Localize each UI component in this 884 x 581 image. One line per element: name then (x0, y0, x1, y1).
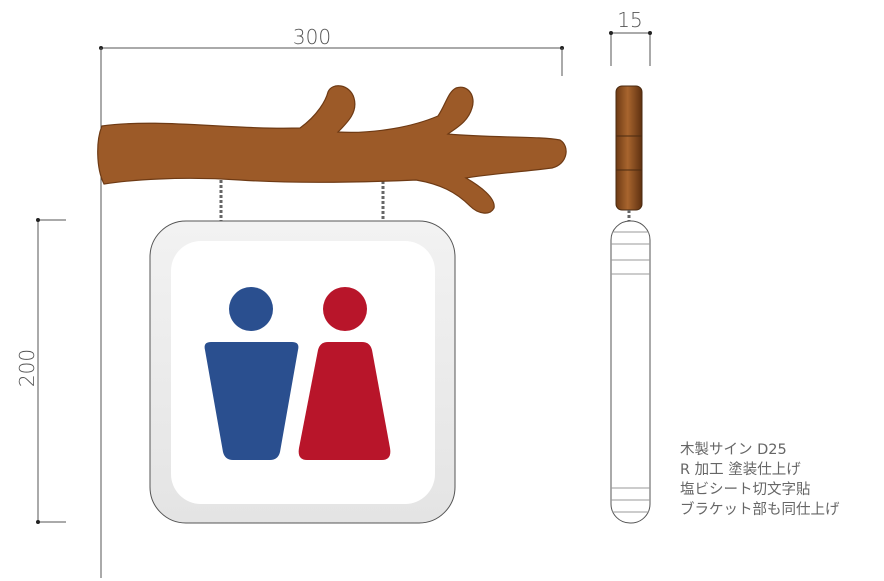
side-view-bracket (615, 85, 643, 211)
height-dimension-label: 200 (15, 349, 39, 387)
note-finish: R 加工 塗装仕上げ (680, 462, 801, 478)
male-toilet-icon (204, 287, 299, 460)
height-dimension: 200 (15, 218, 66, 524)
spec-notes: 木製サイン D25 R 加工 塗装仕上げ 塩ビシート切文字貼 ブラケット部も同仕… (680, 440, 840, 520)
branch-bracket (97, 85, 567, 214)
hanging-chains (219, 176, 385, 222)
sign-panel (149, 220, 456, 524)
depth-dimension-label: 15 (617, 8, 642, 32)
width-dimension-label: 300 (293, 25, 331, 49)
note-bracket: ブラケット部も同仕上げ (680, 502, 840, 518)
side-view-panel (610, 220, 651, 524)
depth-dimension: 15 (609, 8, 652, 66)
female-toilet-icon (298, 287, 391, 460)
note-lettering: 塩ビシート切文字貼 (680, 482, 811, 498)
note-material: 木製サイン D25 (680, 442, 787, 458)
